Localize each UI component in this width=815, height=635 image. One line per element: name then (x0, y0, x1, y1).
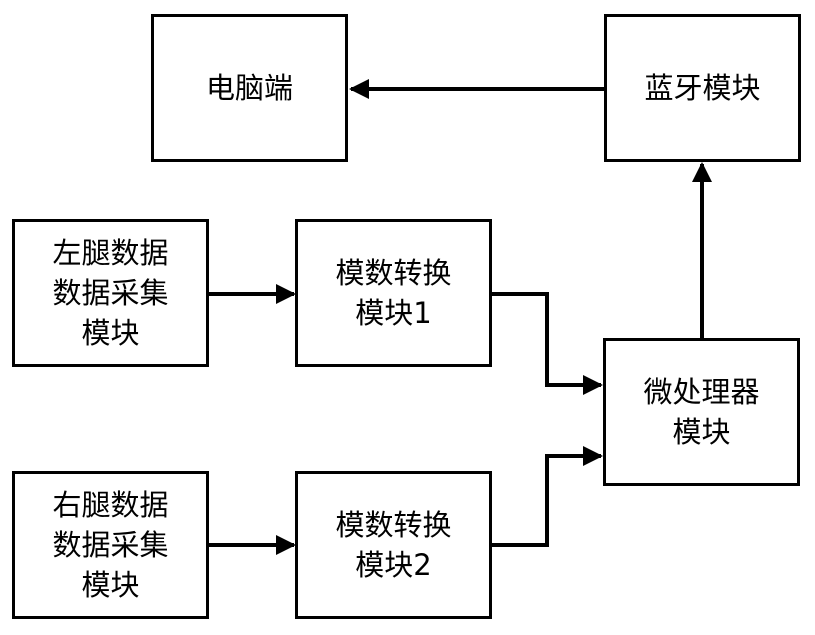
adc-module-1-box: 模数转换 模块1 (295, 219, 492, 367)
right-leg-acquisition-box: 右腿数据 数据采集 模块 (12, 471, 209, 619)
arrow-adc2-to-mcu (492, 446, 603, 547)
bluetooth-module-box: 蓝牙模块 (604, 14, 801, 162)
microprocessor-box: 微处理器 模块 (603, 338, 800, 486)
arrow-adc1-to-mcu (492, 292, 603, 395)
computer-box: 电脑端 (151, 14, 348, 162)
adc-module-2-box: 模数转换 模块2 (295, 471, 492, 619)
left-leg-acquisition-box: 左腿数据 数据采集 模块 (12, 219, 209, 367)
